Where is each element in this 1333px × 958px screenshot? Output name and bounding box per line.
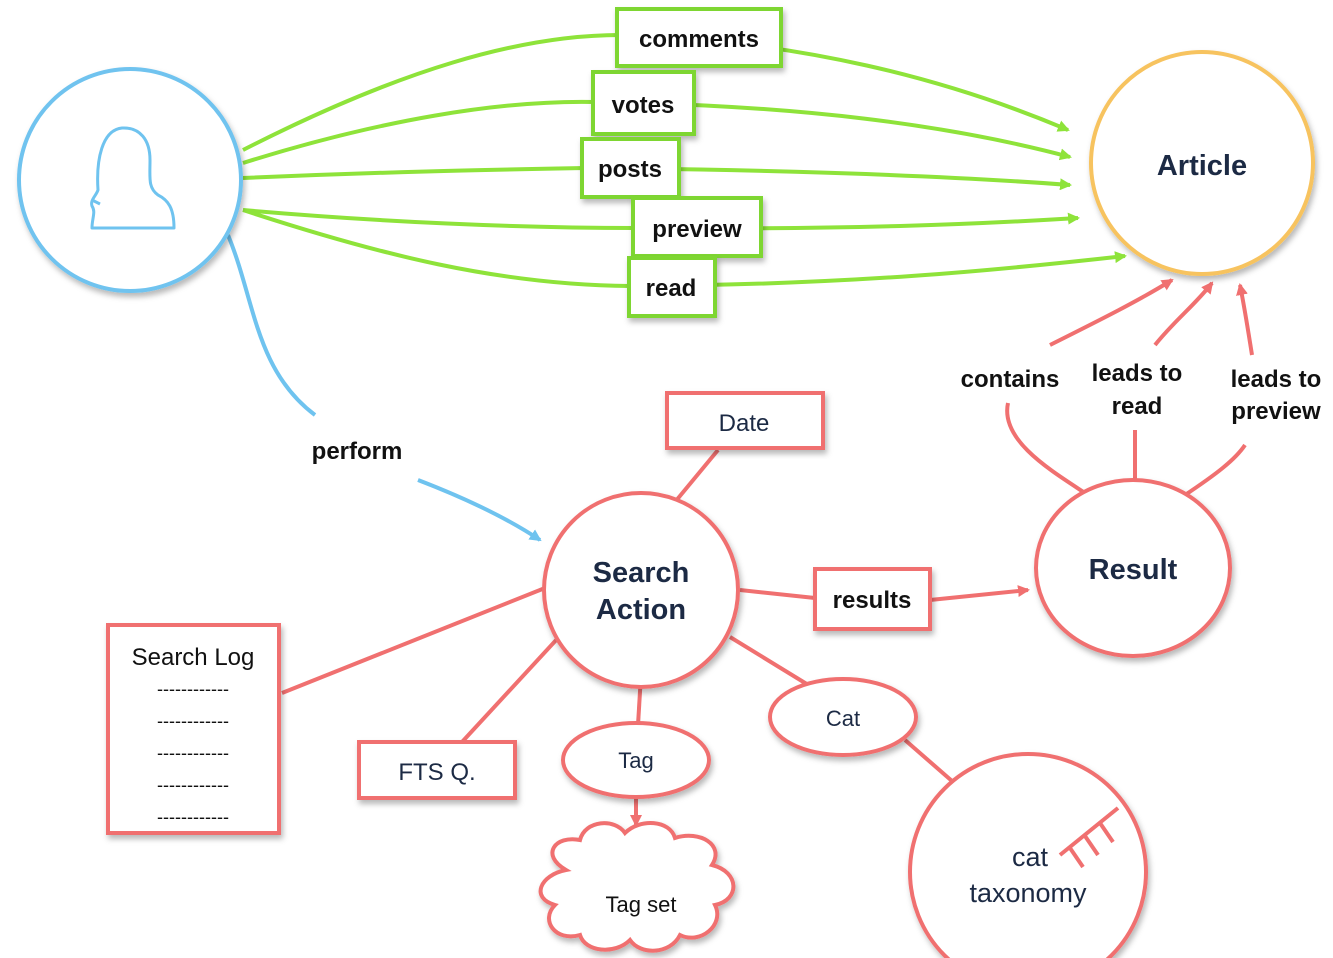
- search-log-line: ------------: [157, 743, 229, 763]
- tag-label: Tag: [618, 748, 653, 773]
- read-label-box[interactable]: read: [627, 256, 717, 318]
- date-box: [665, 391, 825, 450]
- fts-node[interactable]: FTS Q.: [357, 740, 517, 800]
- comments-label: comments: [639, 26, 759, 53]
- user-circle: [17, 67, 243, 293]
- tag-set-cloud: [538, 820, 736, 953]
- search-log-line: ------------: [157, 775, 229, 795]
- edge-contains: [1005, 402, 1087, 495]
- green-labels: comments votes posts preview read: [580, 7, 783, 318]
- cat-node[interactable]: Cat: [768, 677, 918, 757]
- result-ellipse: [1034, 478, 1232, 658]
- votes-label: votes: [612, 92, 675, 119]
- results-label: results: [833, 587, 912, 614]
- perform-label: perform: [312, 438, 403, 465]
- fts-box: [357, 740, 517, 800]
- blue-edge: [226, 234, 542, 542]
- search-action-label-line1: Search: [593, 557, 690, 589]
- result-label: Result: [1089, 554, 1178, 586]
- edge-fts: [460, 636, 560, 744]
- tag-node[interactable]: Tag: [561, 721, 711, 799]
- tag-ellipse: [561, 721, 711, 799]
- user-node[interactable]: [17, 67, 243, 293]
- leads-to-read-label-line2: read: [1112, 393, 1163, 420]
- edge-leads-read-arrow: [1153, 281, 1214, 347]
- search-log-line: ------------: [157, 711, 229, 731]
- result-node[interactable]: Result: [1034, 478, 1232, 658]
- posts-label-box[interactable]: posts: [580, 137, 681, 199]
- search-log-title: Search Log: [132, 644, 255, 671]
- leads-to-read-label-line1: leads to: [1092, 360, 1183, 387]
- cat-ellipse: [768, 677, 918, 757]
- leads-to-preview-label-line1: leads to: [1231, 366, 1322, 393]
- date-node[interactable]: Date: [665, 391, 825, 450]
- leads-to-preview-label-line2: preview: [1231, 398, 1321, 425]
- article-circle: [1089, 50, 1315, 276]
- cat-taxonomy-label-line1: cat: [1012, 842, 1049, 872]
- cat-taxonomy-node[interactable]: cat taxonomy: [908, 752, 1148, 958]
- preview-label: preview: [652, 216, 742, 243]
- search-action-label-line2: Action: [596, 594, 686, 626]
- read-label: read: [646, 275, 697, 302]
- edge-leads-preview-arrow: [1236, 283, 1254, 356]
- fts-label: FTS Q.: [398, 759, 475, 786]
- search-log-line: ------------: [157, 679, 229, 699]
- tag-set-label: Tag set: [606, 892, 677, 917]
- search-log-node[interactable]: Search Log ------------ ------------ ---…: [106, 623, 281, 835]
- edge-contains-arrow: [1049, 278, 1174, 347]
- edge-perform-upper: [226, 234, 317, 417]
- person-silhouette-icon: [90, 126, 176, 230]
- edge-searchlog: [281, 586, 546, 695]
- edge-perform-lower: [417, 478, 542, 542]
- tag-set-node[interactable]: Tag set: [538, 820, 736, 953]
- edge-leads-preview: [1183, 443, 1247, 497]
- search-action-node[interactable]: Search Action: [542, 491, 740, 689]
- search-log-line: ------------: [157, 807, 229, 827]
- edge-results-right: [929, 585, 1030, 602]
- article-node[interactable]: Article: [1089, 50, 1315, 276]
- cat-taxonomy-label-line2: taxonomy: [969, 878, 1087, 908]
- search-log-box: [106, 623, 281, 835]
- posts-label: posts: [598, 156, 662, 183]
- contains-label: contains: [961, 366, 1060, 393]
- article-label: Article: [1157, 150, 1247, 182]
- cat-label: Cat: [826, 706, 860, 731]
- comments-label-box[interactable]: comments: [615, 7, 783, 68]
- votes-label-box[interactable]: votes: [591, 70, 696, 136]
- edge-results-left: [739, 588, 816, 600]
- hierarchy-icon: [1058, 806, 1120, 869]
- preview-label-box[interactable]: preview: [631, 196, 763, 258]
- cat-taxonomy-circle: [908, 752, 1148, 958]
- date-label: Date: [719, 410, 770, 437]
- search-action-circle: [542, 491, 740, 689]
- edge-cat: [728, 635, 812, 688]
- results-label-box[interactable]: results: [813, 567, 932, 631]
